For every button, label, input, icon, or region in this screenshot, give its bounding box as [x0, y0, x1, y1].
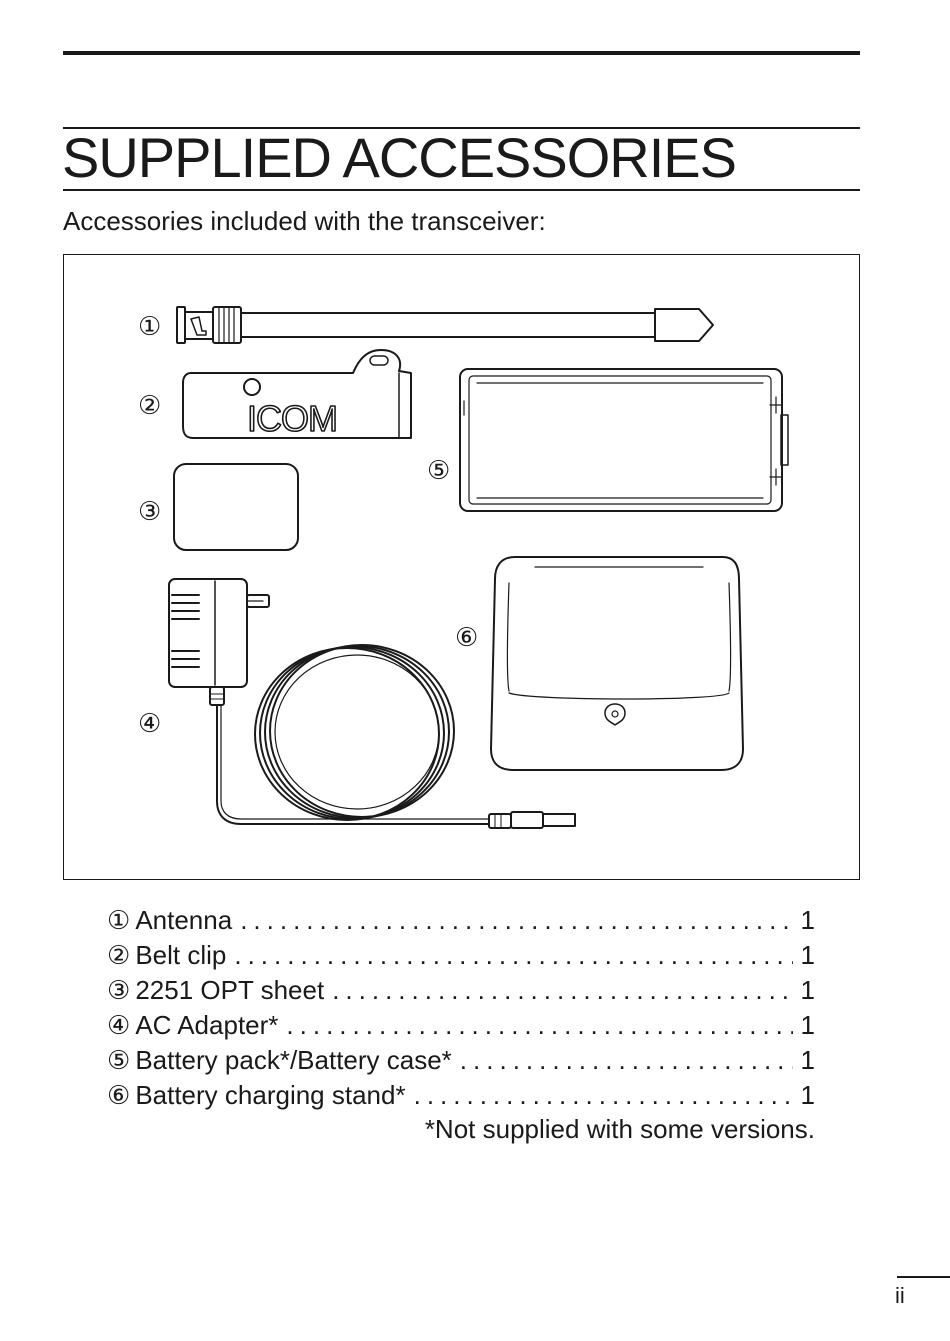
- title-rule-top: [63, 127, 860, 129]
- callout-3: ③: [138, 497, 161, 527]
- item-number: ②: [107, 940, 131, 970]
- callout-5: ⑤: [427, 456, 450, 486]
- dot-leader: ........................................…: [332, 975, 793, 1005]
- dot-leader: ........................................…: [286, 1010, 792, 1040]
- list-item: ⑤ Battery pack*/Battery case* ..........…: [107, 1043, 815, 1078]
- belt-clip-drawing: ICOM: [182, 349, 412, 440]
- dot-leader: ........................................…: [413, 1080, 793, 1110]
- title-rule-bottom: [63, 189, 860, 191]
- top-rule: [63, 51, 860, 55]
- item-quantity: 1: [800, 975, 815, 1005]
- dot-leader: ........................................…: [240, 905, 792, 935]
- item-quantity: 1: [800, 1045, 815, 1075]
- list-item: ⑥ Battery charging stand* ..............…: [107, 1078, 815, 1113]
- dot-leader: ........................................…: [234, 940, 792, 970]
- item-label: AC Adapter*: [135, 1010, 279, 1040]
- dot-leader: ........................................…: [459, 1045, 793, 1075]
- list-item: ④ AC Adapter* ..........................…: [107, 1008, 815, 1043]
- item-quantity: 1: [800, 1010, 815, 1040]
- list-item: ① Antenna ..............................…: [107, 903, 815, 938]
- page-title: SUPPLIED ACCESSORIES: [62, 126, 737, 189]
- icom-logo-text: ICOM: [247, 398, 337, 439]
- item-quantity: 1: [800, 905, 815, 935]
- battery-pack-drawing: [459, 368, 789, 512]
- callout-1: ①: [138, 312, 161, 342]
- list-item: ② Belt clip ............................…: [107, 938, 815, 973]
- item-number: ③: [107, 975, 131, 1005]
- item-label: Antenna: [135, 905, 233, 935]
- accessories-illustration: ① ② ③ ④ ⑤ ⑥ ICOM: [63, 254, 860, 880]
- item-label: 2251 OPT sheet: [135, 975, 325, 1005]
- item-quantity: 1: [800, 1080, 815, 1110]
- charging-stand-drawing: [490, 556, 744, 771]
- list-item: ③ 2251 OPT sheet .......................…: [107, 973, 815, 1008]
- callout-2: ②: [138, 391, 161, 421]
- callout-6: ⑥: [455, 623, 478, 653]
- item-label: Battery pack*/Battery case*: [135, 1045, 452, 1075]
- page-number-rule: [897, 1276, 950, 1278]
- item-label: Battery charging stand*: [135, 1080, 406, 1110]
- item-number: ⑤: [107, 1045, 131, 1075]
- item-number: ①: [107, 905, 131, 935]
- ac-adapter-drawing: [168, 578, 576, 829]
- accessory-list: ① Antenna ..............................…: [107, 903, 815, 1113]
- item-quantity: 1: [800, 940, 815, 970]
- footnote: *Not supplied with some versions.: [424, 1114, 815, 1144]
- intro-text: Accessories included with the transceive…: [63, 206, 546, 236]
- item-label: Belt clip: [135, 940, 227, 970]
- page-number: ii: [895, 1283, 905, 1308]
- callout-4: ④: [138, 709, 161, 739]
- item-number: ⑥: [107, 1080, 131, 1110]
- item-number: ④: [107, 1010, 131, 1040]
- antenna-drawing: [176, 306, 714, 344]
- opt-sheet-drawing: [173, 463, 299, 551]
